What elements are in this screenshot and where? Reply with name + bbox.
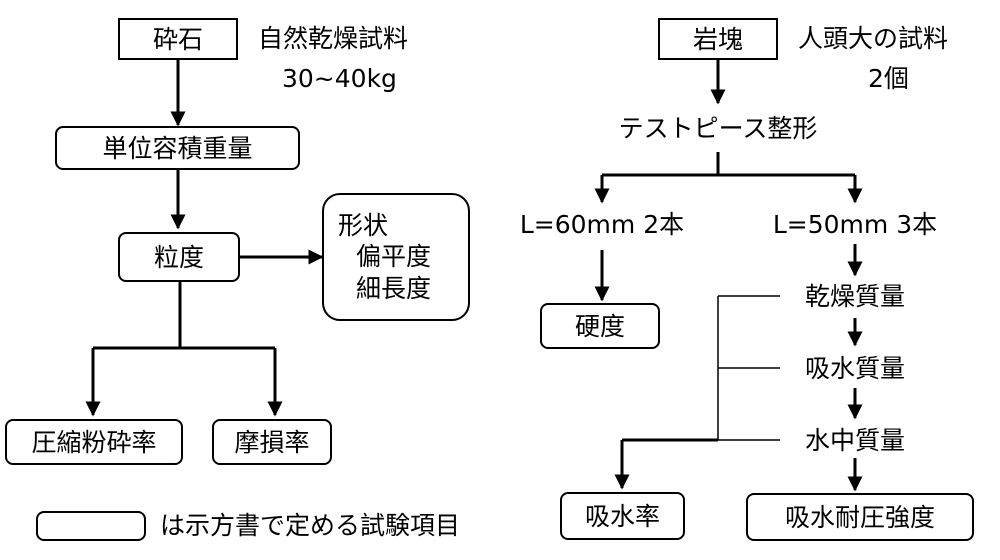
flatness-label: 偏平度 (356, 242, 432, 272)
crushed-stone-box: 砕石 (118, 18, 238, 60)
submerged-mass-label: 水中質量 (804, 426, 905, 455)
saturated-strength-box: 吸水耐圧強度 (746, 493, 974, 541)
hardness-label: 硬度 (574, 311, 625, 341)
absorption-ratio-label: 吸水率 (584, 501, 660, 531)
abrasion-ratio-box: 摩損率 (212, 419, 332, 465)
crushing-ratio-label: 圧縮粉砕率 (31, 427, 157, 457)
crushed-stone-note-line2: 30~40kg (282, 64, 397, 93)
elongation-label: 細長度 (356, 273, 432, 303)
branch-b-label: L=50mm 3本 (772, 210, 938, 239)
rock-mass-label: 岩塊 (692, 24, 743, 54)
abrasion-ratio-label: 摩損率 (234, 427, 310, 457)
saturated-strength-label: 吸水耐圧強度 (784, 502, 935, 532)
crushing-ratio-box: 圧縮粉砕率 (5, 419, 183, 465)
absorption-ratio-box: 吸水率 (560, 492, 685, 540)
rock-note-line2: 2個 (868, 64, 909, 93)
legend-text: は示方書で定める試験項目 (160, 511, 461, 540)
hardness-box: 硬度 (540, 303, 660, 349)
absorbed-mass-label: 吸水質量 (804, 354, 905, 383)
crushed-stone-note-line1: 自然乾燥試料 (258, 24, 409, 53)
crushed-stone-label: 砕石 (152, 24, 203, 54)
grading-label: 粒度 (153, 242, 204, 272)
unit-volume-weight-label: 単位容積重量 (102, 133, 253, 163)
rock-note-line1: 人頭大の試料 (798, 24, 949, 53)
shape-box: 形状 偏平度 細長度 (322, 193, 470, 321)
dry-mass-label: 乾燥質量 (804, 282, 905, 311)
test-piece-label: テストピース整形 (618, 114, 818, 143)
rock-mass-box: 岩塊 (658, 18, 778, 60)
unit-volume-weight-box: 単位容積重量 (55, 126, 300, 170)
shape-title: 形状 (338, 211, 389, 241)
grading-box: 粒度 (118, 232, 240, 282)
legend-swatch (36, 511, 146, 541)
branch-a-label: L=60mm 2本 (519, 210, 685, 239)
